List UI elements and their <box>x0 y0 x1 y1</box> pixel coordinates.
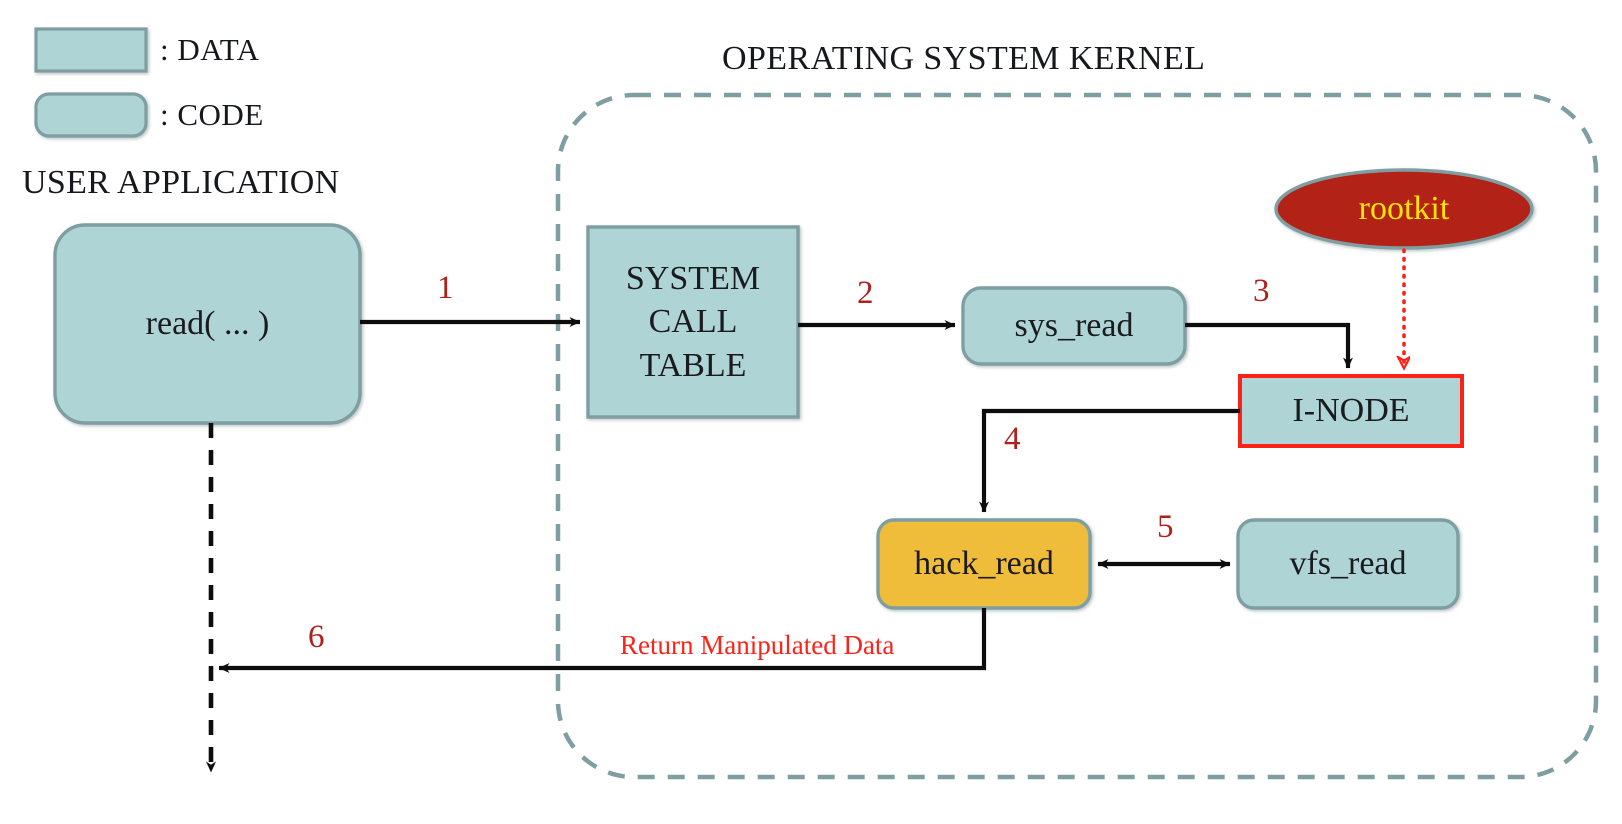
step-label-2: 2 <box>857 275 874 311</box>
node-read-call-label: read( ... ) <box>145 305 270 342</box>
step-label-1: 1 <box>437 270 454 306</box>
node-rootkit[interactable] <box>1274 168 1534 250</box>
arrow-step-3 <box>1185 322 1353 369</box>
user-application-title: USER APPLICATION <box>22 164 340 201</box>
node-system-call-table[interactable] <box>586 225 800 419</box>
step-label-4: 4 <box>1004 421 1021 457</box>
node-system-call-table-label: SYSTEM CALL TABLE <box>588 227 798 417</box>
syscall-table-line-3: TABLE <box>639 346 747 384</box>
legend-swatch-code <box>34 92 148 138</box>
legend-swatch-data <box>34 27 148 73</box>
arrow-step-4 <box>979 408 1240 513</box>
legend-label-data: : DATA <box>160 32 260 67</box>
node-vfs-read[interactable] <box>1236 518 1460 610</box>
step-label-6: 6 <box>308 619 325 655</box>
legend-label-code: : CODE <box>160 97 264 132</box>
kernel-title: OPERATING SYSTEM KERNEL <box>722 40 1206 77</box>
node-rootkit-label: rootkit <box>1358 190 1450 227</box>
node-hack-read-label: hack_read <box>914 545 1054 582</box>
step-label-3: 3 <box>1253 273 1270 309</box>
return-manipulated-data-note: Return Manipulated Data <box>620 630 895 660</box>
node-inode-label: I-NODE <box>1292 392 1410 429</box>
node-vfs-read-label: vfs_read <box>1289 545 1407 582</box>
syscall-table-line-2: CALL <box>648 303 738 341</box>
syscall-table-line-1: SYSTEM <box>625 259 761 297</box>
node-sys-read-label: sys_read <box>1014 307 1134 344</box>
step-label-5: 5 <box>1157 509 1174 545</box>
kernel-boundary <box>555 92 1599 780</box>
arrow-step-6 <box>218 608 987 673</box>
